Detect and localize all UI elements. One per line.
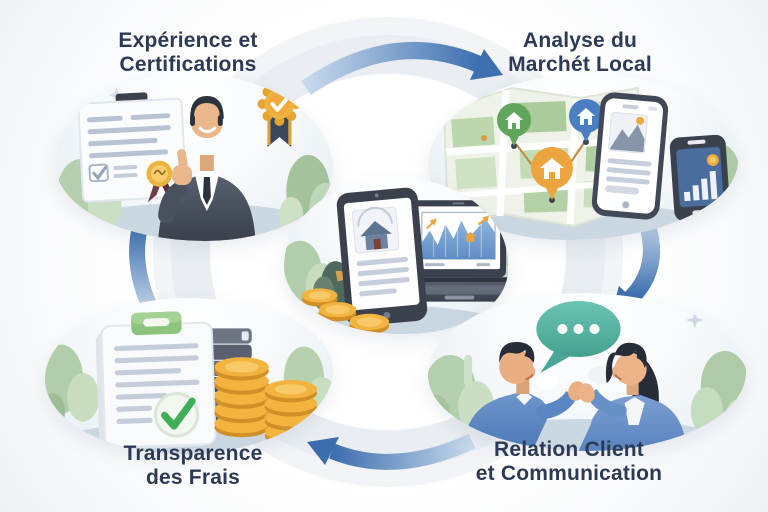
market-scene (428, 86, 738, 240)
client-woman-illustration (578, 342, 687, 451)
client-scene (428, 301, 746, 451)
fees-scene (45, 311, 333, 454)
client-bubble (428, 293, 746, 451)
arrow-top-icon (301, 42, 503, 96)
tablet-house-listing-icon (336, 187, 428, 327)
arrow-bottom-icon (307, 433, 476, 470)
house-pin-green-icon (497, 103, 531, 149)
green-check-icon (153, 392, 200, 438)
sparkle-icon (685, 311, 704, 329)
label-client: Relation Client et Communication (475, 438, 663, 485)
laptop-market-chart-icon (391, 200, 508, 302)
clipboard-checklist-icon (95, 311, 217, 450)
smartphone-listing-icon (591, 92, 669, 220)
experience-bubble (55, 73, 333, 241)
coin-stack-icon (214, 357, 317, 445)
house-pin-blue-icon (569, 99, 603, 145)
devices-bubble (284, 178, 508, 334)
label-market: Analyse du Marchét Local (508, 29, 652, 76)
checkbox-check-icon (88, 163, 138, 183)
label-experience: Expérience et Certifications (118, 29, 258, 76)
experience-scene (55, 82, 333, 241)
fees-bubble (45, 298, 333, 454)
label-fees: Transparence des Frais (123, 442, 263, 489)
phone-bar-chart-icon (669, 134, 731, 222)
devices-scene (284, 187, 508, 334)
market-bubble (428, 74, 738, 240)
businessman-thumbs-up (158, 96, 256, 241)
speech-bubble-dots-icon (530, 301, 621, 397)
house-pin-orange-icon (531, 147, 573, 203)
